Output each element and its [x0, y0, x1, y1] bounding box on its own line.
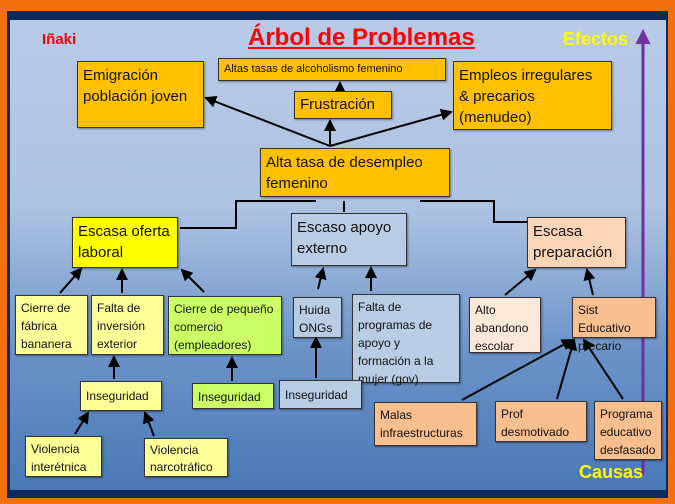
inseguridad-1: Inseguridad: [80, 381, 162, 411]
sub-ongs: Huida ONGs: [293, 297, 342, 338]
author-label: Iñaki: [42, 31, 77, 48]
cause-prof-desmotivado: Prof desmotivado: [495, 401, 587, 442]
cause-oferta: Escasa oferta laboral: [72, 217, 178, 268]
effect-alcoholismo: Altas tasas de alcoholismo femenino: [218, 58, 446, 81]
page-title: Árbol de Problemas: [248, 24, 475, 51]
inseguridad-3: Inseguridad: [279, 380, 362, 409]
cause-malas-infraestructuras: Malas infraestructuras: [374, 402, 477, 446]
effect-empleos: Empleos irregulares & precarios (menudeo…: [453, 61, 612, 130]
effects-label: Efectos: [563, 29, 629, 49]
sub-sist-educativo: Sist Educativo precario: [572, 297, 656, 353]
cause-preparacion: Escasa preparación: [527, 217, 626, 268]
causes-label: Causas: [579, 462, 644, 482]
cause-apoyo: Escaso apoyo externo: [291, 213, 407, 266]
effect-emigracion: Emigración población joven: [77, 61, 204, 128]
sub-comercio: Cierre de pequeño comercio (empleadores): [168, 296, 282, 355]
sub-programas: Falta de programas de apoyo y formación …: [352, 294, 460, 386]
inseguridad-2: Inseguridad: [192, 383, 274, 409]
sub-fabrica: Cierre de fábrica bananera: [15, 295, 88, 355]
effect-frustracion: Frustración: [294, 91, 392, 119]
sub-abandono: Alto abandono escolar: [469, 297, 541, 353]
core-problem: Alta tasa de desempleo femenino: [260, 148, 450, 197]
cause-violencia-interetnica: Violencia interétnica: [25, 436, 102, 477]
cause-violencia-narcotrafico: Violencia narcotráfico: [144, 438, 228, 477]
sub-inversion: Falta de inversión exterior: [91, 295, 164, 355]
cause-programa-desfasado: Programa educativo desfasado: [594, 401, 662, 460]
